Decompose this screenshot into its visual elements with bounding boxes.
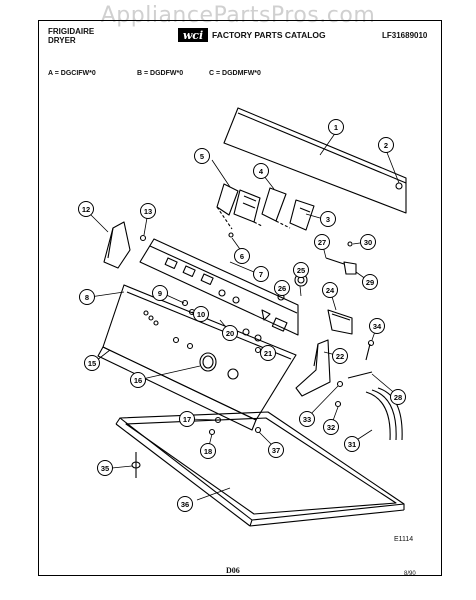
page-frame [38,20,442,576]
svg-text:17: 17 [183,415,191,424]
callout-3: 3 [320,211,336,227]
svg-text:22: 22 [336,352,344,361]
callout-35: 35 [97,460,113,476]
svg-text:9: 9 [158,289,162,298]
watermark: AppliancePartsPros.com [100,3,376,28]
svg-text:3: 3 [326,215,330,224]
svg-text:wci: wci [183,29,203,42]
svg-text:26: 26 [278,284,286,293]
callout-9: 9 [152,285,168,301]
document-code: LF31689010 [382,31,428,40]
callout-24: 24 [322,282,338,298]
callout-26: 26 [274,280,290,296]
svg-text:12: 12 [82,205,90,214]
page-code: D06 [226,566,240,575]
svg-text:20: 20 [226,329,234,338]
svg-text:1: 1 [334,123,338,132]
model-b: B = DGDFW*0 [137,70,184,77]
callout-31: 31 [344,436,360,452]
callout-1: 1 [328,119,344,135]
callout-7: 7 [253,266,269,282]
control-panel [139,238,299,336]
appliance-type: DRYER [48,36,76,45]
svg-text:32: 32 [327,423,335,432]
callout-25: 25 [293,262,309,278]
svg-text:2: 2 [384,141,388,150]
callout-6: 6 [234,248,250,264]
callout-33: 33 [299,411,315,427]
svg-text:15: 15 [88,359,96,368]
callout-17: 17 [179,411,195,427]
back-panel [223,107,407,214]
svg-text:30: 30 [364,238,372,247]
console-front [97,284,297,431]
callout-30: 30 [360,234,376,250]
catalog-title: FACTORY PARTS CATALOG [212,30,326,40]
svg-text:35: 35 [101,464,109,473]
svg-text:13: 13 [144,207,152,216]
svg-text:5: 5 [200,152,204,161]
svg-text:21: 21 [264,349,272,358]
figure-code: E1114 [394,536,414,543]
callout-4: 4 [253,163,269,179]
callout-36: 36 [177,496,193,512]
callout-12: 12 [78,201,94,217]
callout-18: 18 [200,443,216,459]
callout-29: 29 [362,274,378,290]
callout-13: 13 [140,203,156,219]
callout-layer: 1 2 3 4 5 6 7 8 9 10 12 13 15 16 17 18 2… [78,119,406,512]
callout-28: 28 [390,389,406,405]
callout-5: 5 [194,148,210,164]
svg-text:10: 10 [197,310,205,319]
small-parts [131,241,403,478]
callout-27: 27 [314,234,330,250]
svg-text:31: 31 [348,440,356,449]
svg-text:24: 24 [326,286,335,295]
svg-text:4: 4 [259,167,264,176]
switch-assembly [216,183,315,238]
svg-text:37: 37 [272,446,280,455]
callout-16: 16 [130,372,146,388]
svg-text:8: 8 [85,293,89,302]
model-c: C = DGDMFW*0 [209,70,261,77]
side-brackets [103,221,331,397]
svg-text:6: 6 [240,252,244,261]
top-lid [115,411,405,527]
wci-logo-icon: wci [178,28,208,42]
svg-text:7: 7 [259,270,263,279]
model-a: A = DGCIFW*0 [48,70,96,77]
svg-text:29: 29 [366,278,374,287]
callout-8: 8 [79,289,95,305]
callout-34: 34 [369,318,385,334]
callout-32: 32 [323,419,339,435]
callout-22: 22 [332,348,348,364]
svg-text:33: 33 [303,415,311,424]
callout-15: 15 [84,355,100,371]
callout-37: 37 [268,442,284,458]
svg-text:18: 18 [204,447,212,456]
svg-text:34: 34 [373,322,382,331]
date-code: 8/90 [404,571,416,577]
svg-text:16: 16 [134,376,142,385]
brand-name: FRIGIDAIRE [48,27,95,36]
callout-2: 2 [378,137,394,153]
svg-text:25: 25 [297,266,305,275]
callout-21: 21 [260,345,276,361]
svg-text:28: 28 [394,393,402,402]
svg-text:27: 27 [318,238,326,247]
svg-text:36: 36 [181,500,189,509]
callout-10: 10 [193,306,209,322]
callout-20: 20 [222,325,238,341]
